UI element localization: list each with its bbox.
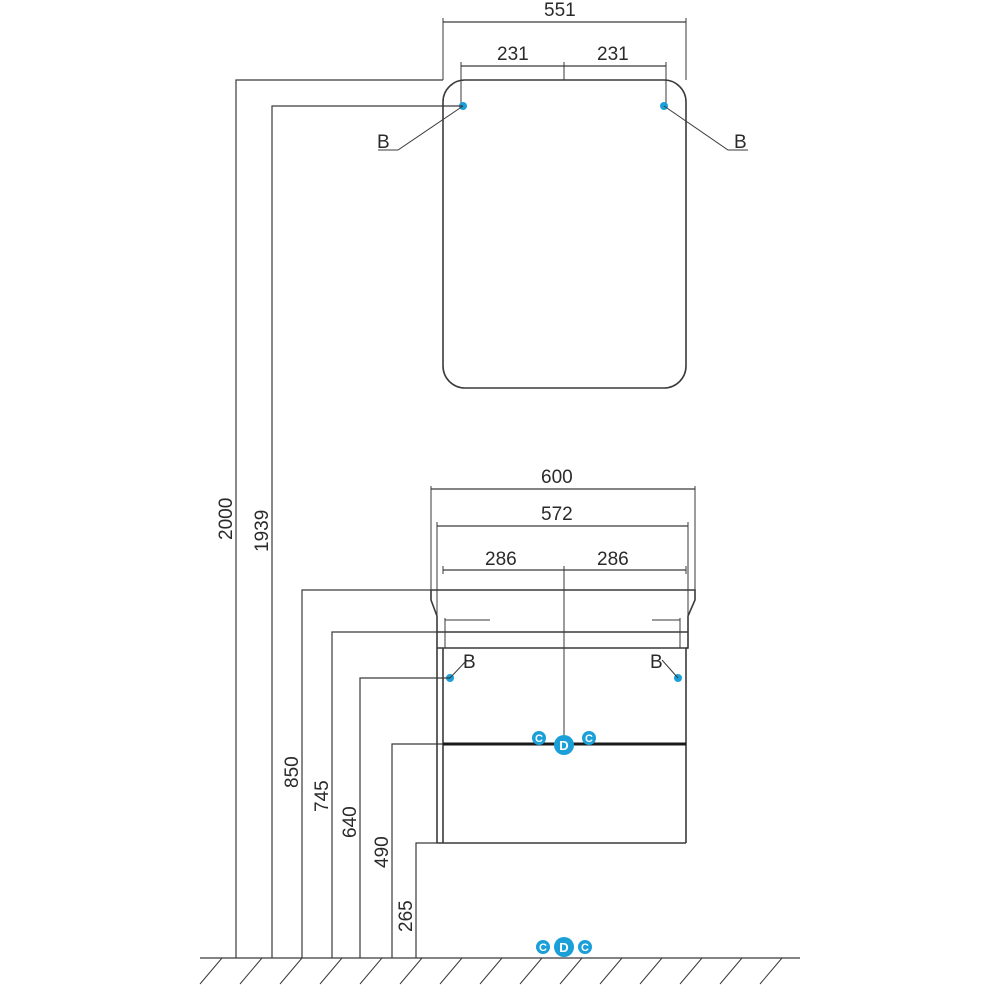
height-1939-label: 1939 [252, 510, 273, 552]
cabinet-width-inner-label: 572 [541, 504, 573, 525]
floor-drain-marker [554, 937, 574, 957]
mirror [378, 18, 748, 389]
height-640-label: 640 [340, 806, 361, 838]
height-dimensions [235, 79, 463, 958]
cold-water-marker [532, 731, 546, 745]
floor-hot-water-marker [578, 940, 592, 954]
height-850-label: 850 [282, 756, 303, 788]
cabinet-hole-right-label: 286 [597, 549, 629, 570]
cold-water-label: C [535, 733, 543, 745]
vanity-cabinet [430, 486, 696, 844]
floor-hot-water-label: C [581, 942, 589, 954]
floor [199, 957, 800, 985]
height-265-label: 265 [396, 900, 417, 932]
mirror-hole-left-label: 231 [497, 44, 529, 65]
floor-drain-label: D [559, 940, 568, 955]
height-490-label: 490 [372, 836, 393, 868]
height-745-label: 745 [312, 780, 333, 812]
cabinet-connections [532, 731, 596, 755]
drain-label: D [559, 738, 568, 753]
height-2000-label: 2000 [216, 498, 237, 540]
hot-water-marker [582, 731, 596, 745]
floor-cold-water-marker [536, 940, 550, 954]
floor-cold-water-label: C [539, 942, 547, 954]
mirror-hole-right-label: 231 [597, 44, 629, 65]
cabinet-hole-left-label: 286 [485, 549, 517, 570]
hot-water-label: C [585, 733, 593, 745]
cabinet-mount-left-label: B [463, 652, 476, 673]
mirror-mount-right-label: B [734, 132, 747, 153]
cabinet-width-outer-label: 600 [541, 467, 573, 488]
cabinet-mount-right-label: B [650, 652, 663, 673]
mirror-width-label: 551 [544, 0, 576, 21]
floor-connections [536, 937, 592, 957]
mirror-mount-left-label: B [377, 132, 390, 153]
drain-marker [554, 735, 574, 755]
